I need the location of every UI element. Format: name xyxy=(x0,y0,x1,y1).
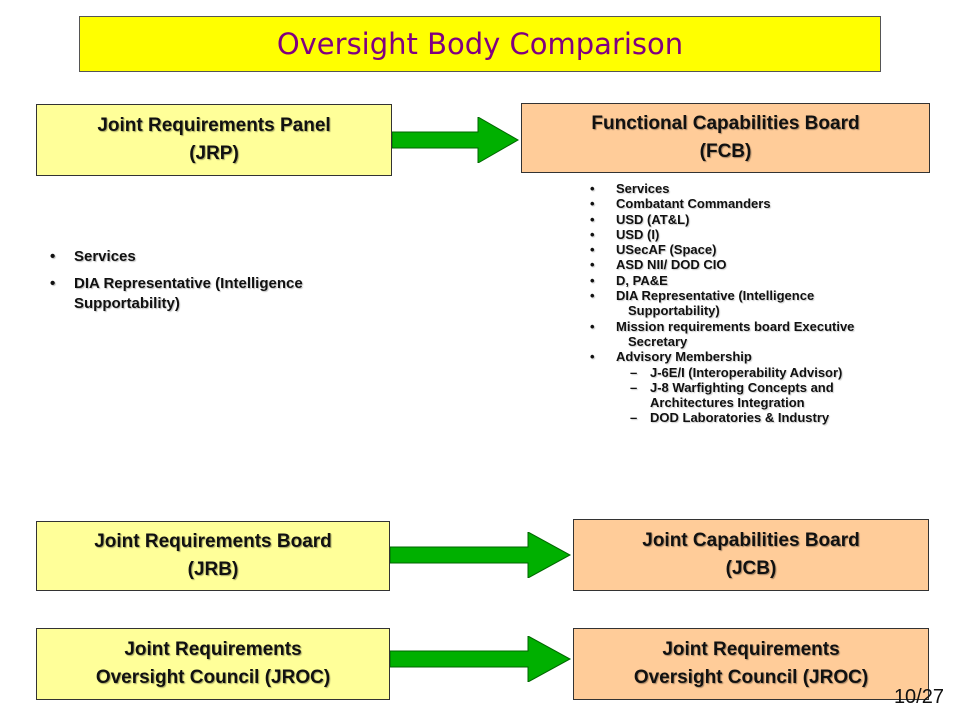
fcb-box: Functional Capabilities Board (FCB) xyxy=(521,103,930,173)
list-item: USD (AT&L) xyxy=(590,212,910,228)
list-item: USecAF (Space) xyxy=(590,242,910,258)
jcb-box: Joint Capabilities Board (JCB) xyxy=(573,519,929,591)
list-item: Advisory Membership J-6E/I (Interoperabi… xyxy=(590,349,910,426)
jrp-box-line2: (JRP) xyxy=(189,143,239,164)
list-item: USD (I) xyxy=(590,227,910,243)
jrb-box: Joint Requirements Board (JRB) xyxy=(36,521,390,591)
jrp-member-list: Services DIA Representative (Intelligenc… xyxy=(50,247,380,321)
sub-list-item: J-8 Warfighting Concepts and Architectur… xyxy=(624,380,910,411)
sub-list-item-text: J-8 Warfighting Concepts and xyxy=(650,379,834,395)
right-jroc-box-line2: Oversight Council (JROC) xyxy=(633,667,869,688)
sub-list-item: DOD Laboratories & Industry xyxy=(624,410,910,426)
sub-list-item: J-6E/I (Interoperability Advisor) xyxy=(624,365,910,381)
arrow-jrp-to-fcb-icon xyxy=(392,117,520,163)
jrb-box-line2: (JRB) xyxy=(187,559,239,580)
jcb-box-line2: (JCB) xyxy=(725,558,777,579)
list-item: DIA Representative (Intelligence Support… xyxy=(590,288,910,319)
list-item: Combatant Commanders xyxy=(590,196,910,212)
fcb-box-line2: (FCB) xyxy=(699,141,752,162)
fcb-member-list: Services Combatant Commanders USD (AT&L)… xyxy=(590,181,910,426)
list-item-text: DIA Representative (Intelligence xyxy=(616,288,815,304)
right-jroc-box-line1: Joint Requirements xyxy=(662,639,840,660)
left-jroc-box-line1: Joint Requirements xyxy=(124,639,302,660)
jrb-box-line1: Joint Requirements Board xyxy=(94,531,332,552)
list-item-text-cont: Secretary xyxy=(628,333,688,349)
list-item: DIA Representative (Intelligence Support… xyxy=(50,274,380,314)
arrow-jroc-to-jroc-icon xyxy=(390,636,572,682)
list-item-text: Mission requirements board Executive xyxy=(616,318,855,334)
slide-title: Oversight Body Comparison xyxy=(79,16,881,72)
list-item: Mission requirements board Executive Sec… xyxy=(590,319,910,350)
list-item: Services xyxy=(50,247,380,267)
jrp-box: Joint Requirements Panel (JRP) xyxy=(36,104,392,176)
list-item-text: Advisory Membership xyxy=(616,349,752,365)
list-item: ASD NII/ DOD CIO xyxy=(590,257,910,273)
right-jroc-box: Joint Requirements Oversight Council (JR… xyxy=(573,628,929,700)
jrp-box-line1: Joint Requirements Panel xyxy=(97,115,331,136)
left-jroc-box: Joint Requirements Oversight Council (JR… xyxy=(36,628,390,700)
jcb-box-line1: Joint Capabilities Board xyxy=(642,530,860,551)
left-jroc-box-line2: Oversight Council (JROC) xyxy=(95,667,331,688)
arrow-jrb-to-jcb-icon xyxy=(390,532,572,578)
list-item: D, PA&E xyxy=(590,273,910,289)
fcb-box-line1: Functional Capabilities Board xyxy=(591,113,860,134)
advisory-sub-list: J-6E/I (Interoperability Advisor) J-8 Wa… xyxy=(624,365,910,426)
sub-list-item-text-cont: Architectures Integration xyxy=(650,395,805,411)
list-item-text-cont: Supportability) xyxy=(628,303,720,319)
page-number: 10/27 xyxy=(893,686,944,708)
list-item: Services xyxy=(590,181,910,197)
